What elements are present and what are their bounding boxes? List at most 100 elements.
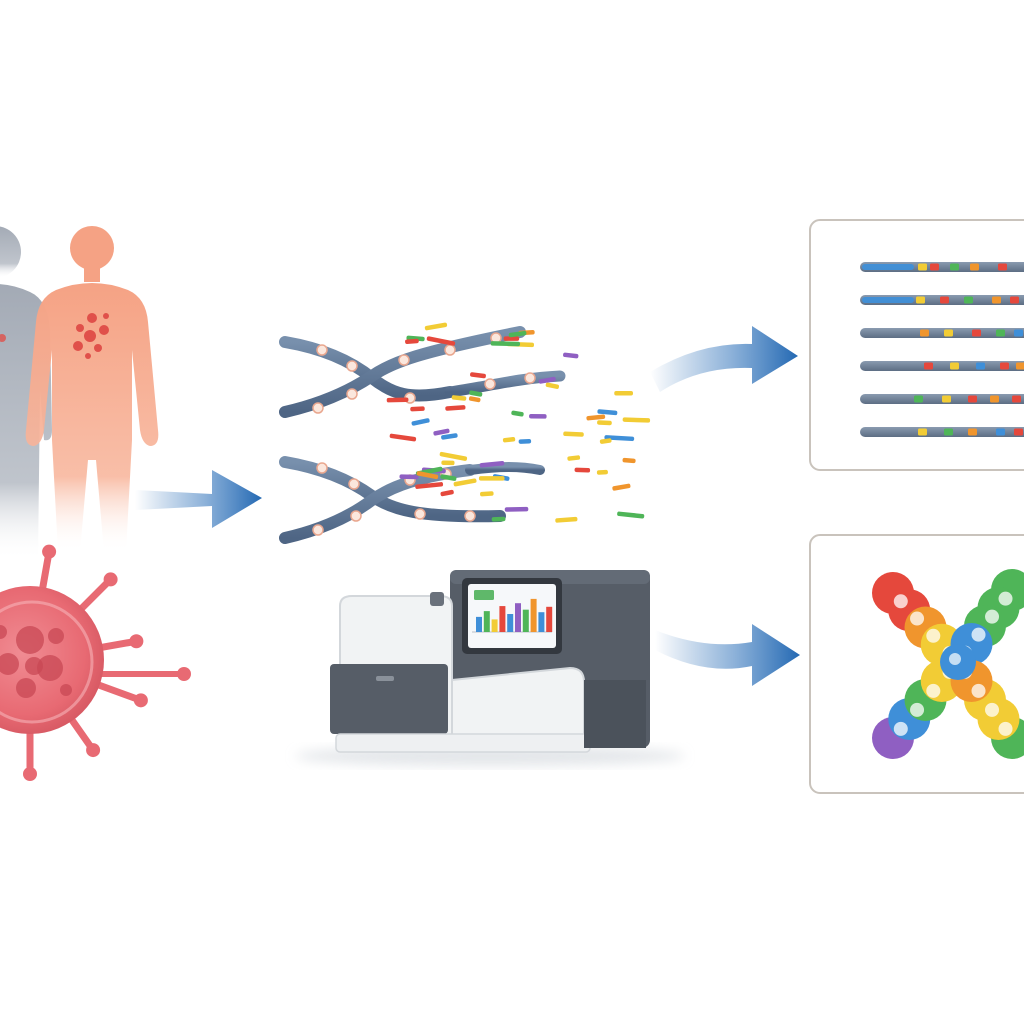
cell-spike-tip <box>42 544 57 559</box>
dna-fragment-bit <box>411 418 430 426</box>
dna-fragment-bit <box>612 483 631 491</box>
dna-fragment-icon <box>279 326 566 418</box>
dna-fragment-bit <box>502 437 516 443</box>
sequence-read-icon <box>860 361 1024 371</box>
tumor-lesion-icon <box>73 313 109 359</box>
dna-fragment-bit <box>426 336 456 346</box>
read-base-mark <box>976 362 985 370</box>
read-base-mark <box>920 329 929 337</box>
arrow-to-chromosome-panel <box>655 624 800 686</box>
cell-spike-tip <box>103 572 118 587</box>
sequencer-screen <box>462 578 562 654</box>
dna-fragment-bit <box>470 372 486 379</box>
sequence-read-icon <box>860 328 1024 338</box>
dna-fragment-bit <box>433 428 450 436</box>
cell-spike-tip <box>133 693 148 708</box>
dna-fragment-bit <box>503 336 520 341</box>
dna-fragment-bit <box>445 405 466 411</box>
dna-fragment-bit <box>469 390 483 397</box>
screen-bar <box>483 611 490 632</box>
dna-fragment-bit <box>441 433 458 440</box>
read-base-mark <box>918 263 927 271</box>
screen-bar <box>530 598 537 632</box>
dna-fragment-bit <box>555 516 578 523</box>
dna-fragment-bit <box>468 396 481 403</box>
screen-bar <box>507 614 514 632</box>
read-base-mark <box>1014 428 1023 436</box>
read-base-mark <box>1000 362 1009 370</box>
read-base-mark <box>916 296 925 304</box>
cell-membrane <box>0 600 94 724</box>
dna-fragment-bit <box>563 352 579 359</box>
dna-fragment-bit <box>410 406 425 412</box>
read-base-mark <box>1012 395 1021 403</box>
dna-fragment-bit <box>441 460 455 466</box>
dna-fragment-bit <box>440 474 457 481</box>
chromosome-bead-highlight <box>910 702 925 717</box>
read-base-mark <box>944 329 953 337</box>
read-bar <box>860 328 1024 338</box>
dna-fragment-bit <box>617 511 645 519</box>
read-highlight <box>862 264 914 270</box>
cell-spike-tip <box>23 767 37 781</box>
cell-organelle <box>25 657 43 675</box>
read-base-mark <box>990 395 999 403</box>
cell-spike-tip <box>129 634 144 649</box>
dna-fragment-bit <box>538 376 556 384</box>
sequence-read-icon <box>860 427 1024 437</box>
dna-fragment-bit <box>599 438 612 444</box>
chromosome-panel <box>809 534 1024 794</box>
cell-spike-tip <box>86 743 101 758</box>
dna-fragment-bit <box>511 410 524 417</box>
dna-fragment-bit <box>415 482 444 489</box>
cell-organelle <box>60 684 72 696</box>
dna-fragment-bit <box>453 478 477 487</box>
chromosome-bead-highlight <box>910 611 925 626</box>
chromosome-bead-highlight <box>998 721 1013 736</box>
chromosome-bead-highlight <box>893 721 908 736</box>
dna-fragment-bit <box>405 338 419 345</box>
read-base-mark <box>996 428 1005 436</box>
dna-fragment-bit <box>597 409 618 416</box>
screen-bar <box>499 606 506 632</box>
read-base-mark <box>950 362 959 370</box>
dna-fragment-bit <box>545 382 560 389</box>
cell-organelle <box>48 628 64 644</box>
dna-fragment-bit <box>529 413 547 419</box>
screen-bar <box>538 612 545 632</box>
dna-fragment-bit <box>563 431 584 437</box>
read-base-mark <box>1016 362 1024 370</box>
screen-bar <box>491 619 498 632</box>
read-base-mark <box>1010 296 1019 304</box>
dna-fragment-bit <box>424 322 448 331</box>
sequencer-icon <box>295 570 685 766</box>
read-base-mark <box>944 428 953 436</box>
dna-fragment-bit <box>480 491 494 497</box>
cell-tail-tip <box>177 667 191 681</box>
dna-fragment-bit <box>597 420 612 426</box>
cell-organelle <box>0 653 19 675</box>
read-base-mark <box>930 263 939 271</box>
dna-fragment-bit <box>508 330 527 338</box>
read-highlight <box>862 297 914 303</box>
read-base-mark <box>968 428 977 436</box>
dna-fragment-bit <box>614 390 634 396</box>
chromosome-bead-highlight <box>985 702 1000 717</box>
dna-fragment-bit <box>389 433 417 442</box>
screen-bar <box>515 603 521 632</box>
read-base-mark <box>992 296 1001 304</box>
dna-fragment-bit <box>416 471 439 480</box>
dna-fragment-icon <box>279 456 545 544</box>
screen-bar <box>522 609 529 632</box>
chromosome-bead-highlight <box>893 594 908 609</box>
dna-fragment-bit <box>399 474 419 480</box>
arrow-to-fragments <box>135 470 262 528</box>
chromosome-bead-highlight <box>926 683 941 698</box>
dna-fragment-bit <box>574 467 591 473</box>
cell-spike <box>74 575 115 616</box>
cell-organelle <box>16 678 36 698</box>
dna-fragments-group <box>279 322 651 544</box>
read-base-mark <box>968 395 977 403</box>
